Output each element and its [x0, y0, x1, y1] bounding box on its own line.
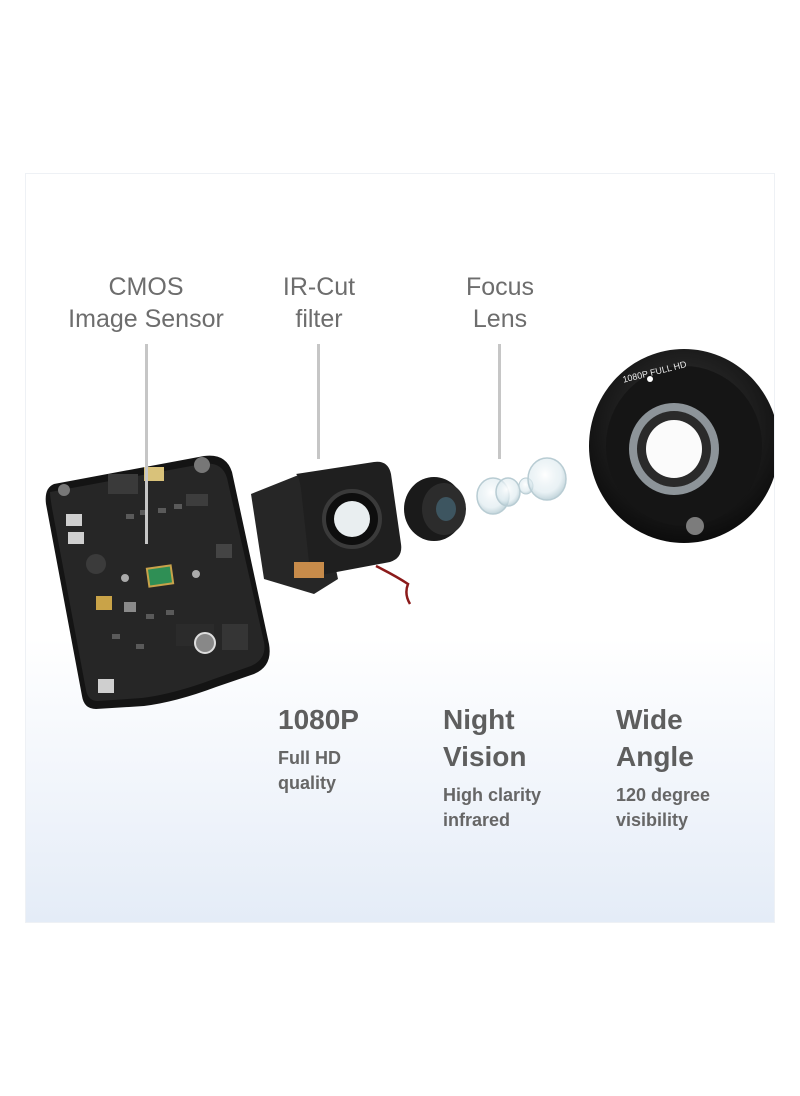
feature-night-vision-title: Night Vision [443, 701, 603, 775]
feature-night-vision-title-line2: Vision [443, 741, 527, 772]
focus-lens-elements [476, 457, 567, 515]
callout-ircut-line1: IR-Cut [282, 273, 356, 301]
product-panel: 1080P FULL HD CMOS Image Sensor IR-Cut f… [25, 173, 775, 923]
camera-exploded-illustration: 1080P FULL HD [45, 349, 774, 709]
feature-night-vision-desc-line2: infrared [443, 810, 511, 830]
leader-line-cmos [145, 344, 148, 544]
callout-ircut-line2: filter [295, 305, 343, 333]
feature-1080p-desc-line2: quality [278, 773, 337, 793]
camera-bezel: 1080P FULL HD [589, 349, 774, 543]
leader-line-focus [498, 344, 501, 459]
feature-night-vision: Night Vision High clarity infrared [443, 701, 603, 833]
callout-focus-line2: Lens [472, 305, 528, 333]
feature-wide-angle-title: Wide Angle [616, 701, 766, 775]
callout-ircut: IR-Cut filter [259, 271, 379, 335]
feature-night-vision-desc-line1: High clarity [443, 785, 542, 805]
callout-cmos-line2: Image Sensor [68, 305, 224, 333]
feature-night-vision-title-line1: Night [443, 704, 515, 735]
leader-line-ircut [317, 344, 320, 459]
feature-1080p-desc-line1: Full HD [278, 748, 341, 768]
feature-wide-angle: Wide Angle 120 degree visibility [616, 701, 766, 833]
callout-cmos: CMOS Image Sensor [46, 271, 246, 335]
feature-1080p: 1080P Full HD quality [278, 701, 428, 796]
feature-wide-angle-desc: 120 degree visibility [616, 783, 766, 833]
feature-wide-angle-title-line1: Wide [616, 704, 683, 735]
pcb-board [45, 455, 270, 709]
feature-wide-angle-desc-line1: 120 degree [616, 785, 711, 805]
feature-wide-angle-desc-line2: visibility [616, 810, 689, 830]
feature-1080p-title: 1080P [278, 704, 359, 735]
callout-focus: Focus Lens [440, 271, 560, 335]
ircut-filter [251, 461, 412, 605]
feature-1080p-desc: Full HD quality [278, 746, 428, 796]
callout-cmos-line1: CMOS [108, 273, 184, 301]
feature-night-vision-desc: High clarity infrared [443, 783, 603, 833]
lens-barrel [404, 477, 466, 541]
feature-wide-angle-title-line2: Angle [616, 741, 694, 772]
callout-focus-line1: Focus [465, 273, 535, 301]
